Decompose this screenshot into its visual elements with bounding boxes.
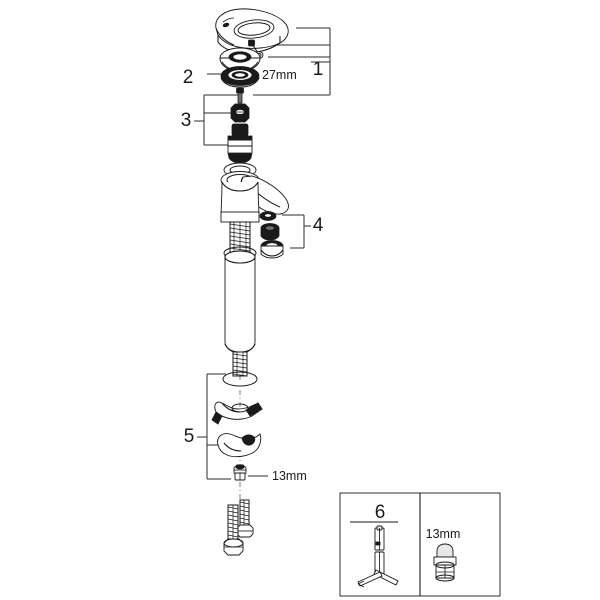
tool-box-number: 6: [375, 502, 386, 523]
callout-label-3: 3: [181, 110, 192, 131]
aerator-washer: [259, 211, 277, 221]
aerator-insert: [260, 223, 280, 241]
tool-box-socket-label: 13mm: [426, 527, 461, 541]
body-shank-tube: [224, 250, 256, 354]
callout-label-4: 4: [313, 215, 324, 236]
faucet-body-spout: [220, 162, 289, 223]
leader-bracket-4: [282, 214, 311, 249]
tool-box: 6 13mm: [339, 492, 501, 597]
callout-label-5: 5: [184, 426, 195, 447]
mounting-bracket-lower: [217, 433, 262, 458]
threaded-stud-short: [236, 499, 254, 538]
handle-lever: [215, 8, 289, 54]
leader-bracket-3: [194, 94, 240, 146]
dimension-label-13mm-nut: 13mm: [272, 469, 307, 483]
leader-bracket-5: [197, 373, 231, 480]
handle-grub-screw: [248, 39, 259, 54]
threaded-stud-long: [223, 504, 244, 556]
socket-wrench-bit-icon: [433, 543, 457, 582]
cap-nut: [220, 66, 260, 88]
callout-label-1: 1: [313, 59, 324, 80]
mounting-bracket-upper: [211, 401, 263, 425]
o-ring-seal: [222, 371, 258, 387]
body-thread-lower: [232, 351, 248, 377]
mounting-nut-13mm: [233, 464, 247, 481]
cartridge-screw: [236, 87, 244, 104]
aerator-housing: [260, 240, 284, 259]
cartridge-nut: [230, 103, 250, 123]
callout-label-2: 2: [183, 67, 194, 88]
dimension-label-27mm: 27mm: [262, 68, 297, 82]
hex-key-tool-icon: [357, 525, 399, 588]
